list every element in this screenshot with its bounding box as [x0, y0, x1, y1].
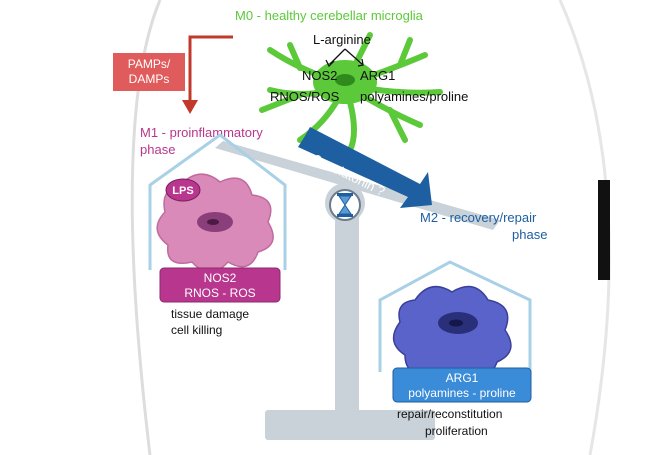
m2-outcome-line2: proliferation — [425, 424, 488, 438]
pamps-damps-box — [113, 53, 185, 91]
m0-enzyme-arg1: ARG1 — [360, 68, 395, 83]
pamps-label: PAMPs/ — [128, 57, 171, 71]
m1-house-outline — [148, 133, 287, 270]
m0-branch-arrows — [325, 48, 364, 68]
m0-microglia-cell — [259, 32, 443, 153]
m0-title: M0 - healthy cerebellar microglia — [235, 8, 424, 23]
m1-box-line1: NOS2 — [204, 271, 237, 285]
m2-box-line2: polyamines - proline — [408, 386, 516, 400]
lps-label: LPS — [172, 185, 193, 197]
m2-enzyme-box — [392, 367, 532, 403]
background-circle-left — [130, 0, 162, 455]
m1-outcome-line1: tissue damage — [171, 307, 249, 321]
melatonin-arrow — [298, 127, 432, 208]
edge-bar-right — [598, 180, 610, 280]
m2-title-line1: M2 - recovery/repair — [420, 210, 537, 225]
m2-outcome-line1: repair/reconstitution — [397, 407, 502, 421]
m0-product-polyamines: polyamines/proline — [360, 89, 468, 104]
m0-product-rnos: RNOS/ROS — [270, 89, 340, 104]
m2-house-outline — [378, 260, 532, 372]
m1-box-line2: RNOS - ROS — [184, 286, 255, 300]
m0-substrate-label: L-arginine — [313, 32, 371, 47]
m2-box-line1: ARG1 — [446, 371, 479, 385]
lps-badge — [165, 178, 201, 202]
m0-enzyme-nos2: NOS2 — [302, 68, 337, 83]
m1-title-line2: phase — [140, 142, 175, 157]
pamps-damps-arrow — [182, 35, 233, 114]
m1-enzyme-box — [159, 267, 281, 303]
m1-title-line1: M1 - proinflammatory — [140, 125, 263, 140]
m2-microglia-cell — [392, 285, 512, 382]
damps-label: DAMPs — [129, 72, 170, 86]
m1-outcome-line2: cell killing — [171, 323, 222, 337]
m2-title-line2: phase — [512, 227, 547, 242]
hourglass-icon — [329, 189, 361, 221]
